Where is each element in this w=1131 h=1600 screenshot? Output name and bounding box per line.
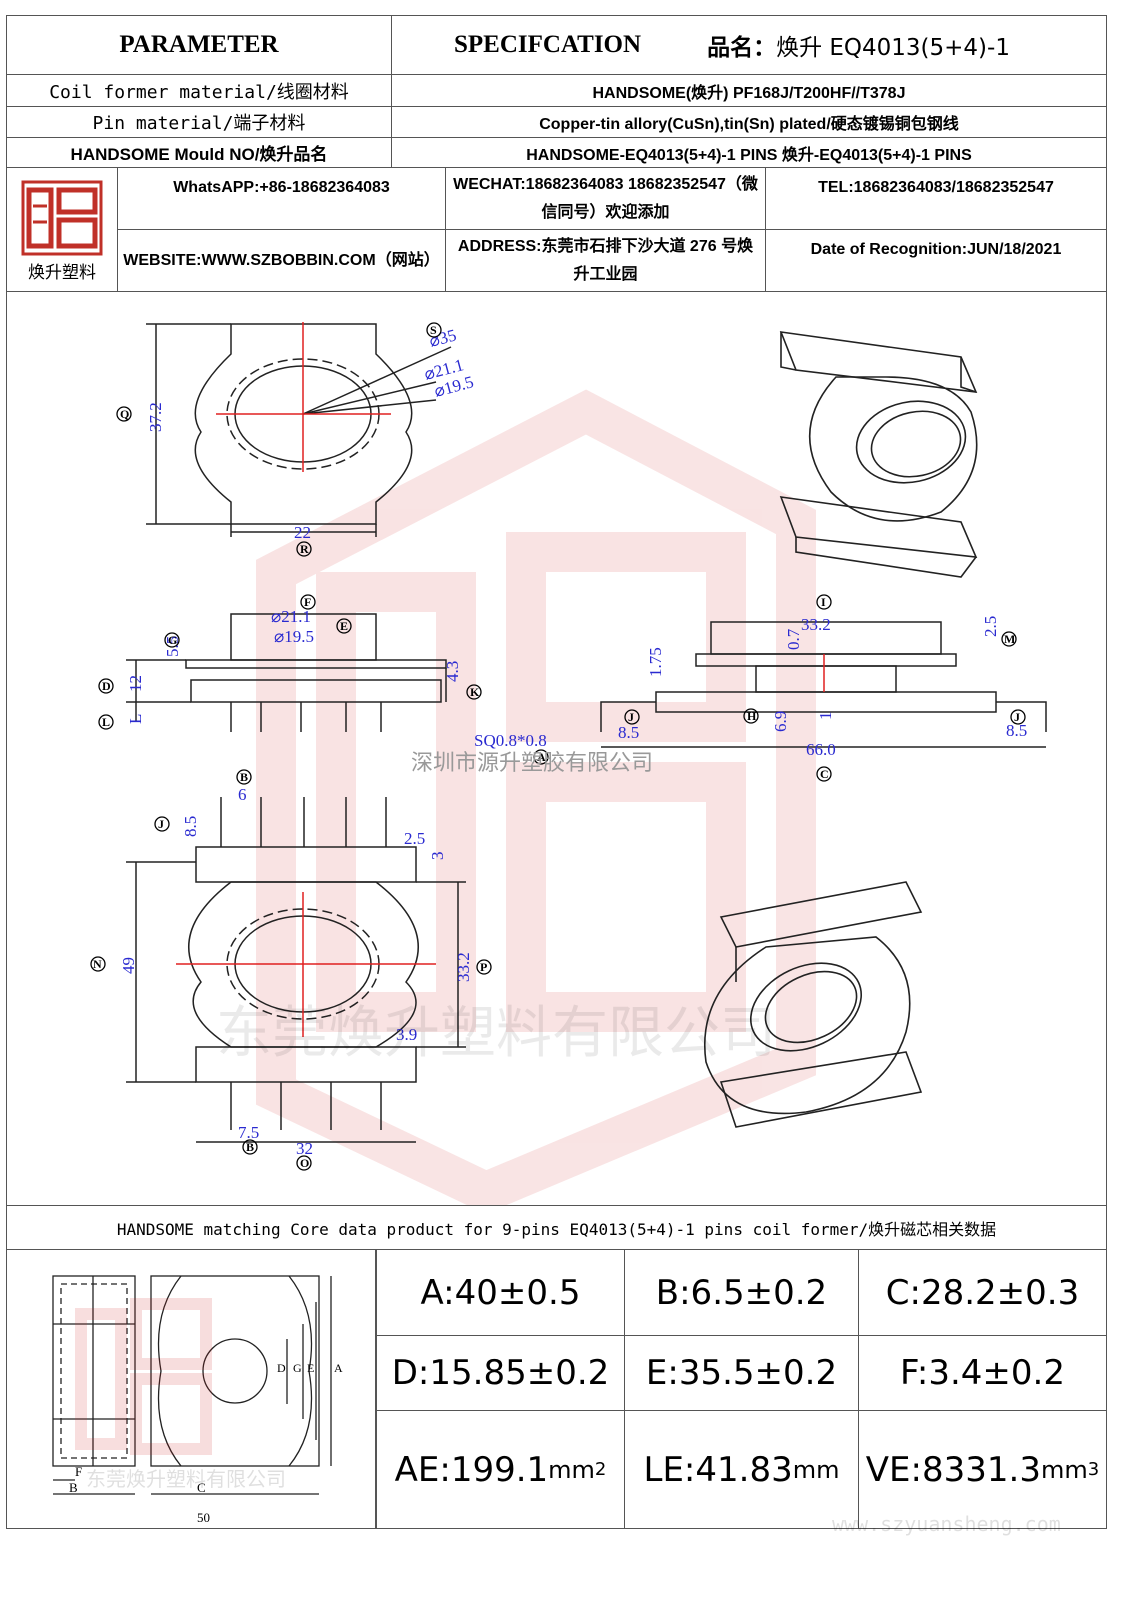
- dim-22: 8.5: [181, 816, 200, 837]
- dim-19: SQ0.8*0.8: [474, 731, 547, 750]
- spec-f: F:3.4±0.2: [859, 1336, 1107, 1411]
- dim-9: L: [126, 714, 145, 724]
- core-label-2: E: [307, 1361, 314, 1375]
- dim-11: 33.2: [801, 615, 831, 634]
- dim-4: 22: [294, 523, 311, 542]
- label-2: R: [300, 542, 309, 556]
- watermark-text-1: 深圳市源升塑胶有限公司: [411, 751, 653, 776]
- dim-18: 8.5: [1006, 721, 1027, 740]
- row-mould-label: HANDSOME Mould NO/焕升品名: [6, 138, 392, 168]
- label-13: J: [1014, 710, 1020, 724]
- core-label-5: B: [69, 1480, 78, 1495]
- dim-8: 12: [126, 675, 145, 692]
- dim-14: 1.75: [646, 647, 665, 677]
- label-17: J: [158, 817, 164, 831]
- tel-cell: TEL:18682364083/18682352547: [766, 168, 1107, 230]
- core-drawing: D G E A F B C 50 东莞焕升塑料有限公司: [52, 1275, 343, 1524]
- dim-16: 1: [816, 712, 835, 721]
- label-6: D: [102, 679, 111, 693]
- dim-6: ⌀19.5: [274, 627, 314, 646]
- label-16: B: [240, 770, 248, 784]
- label-9: I: [821, 595, 826, 609]
- spec-d: D:15.85±0.2: [376, 1336, 625, 1411]
- row-pin-value: Copper-tin allory(CuSn),tin(Sn) plated/硬…: [392, 107, 1107, 138]
- label-11: J: [628, 710, 634, 724]
- label-5: E: [340, 619, 348, 633]
- dim-29: 32: [296, 1139, 313, 1158]
- website-cell: WEBSITE:WWW.SZBOBBIN.COM（网站）: [118, 230, 446, 292]
- dim-15: 6.9: [771, 711, 790, 732]
- label-20: B: [246, 1140, 254, 1154]
- dim-24: 3: [428, 852, 447, 861]
- core-label-3: A: [334, 1361, 343, 1375]
- core-label-1: G: [293, 1361, 302, 1375]
- product-name-value: 焕升 EQ4013(5+4)-1: [776, 35, 1010, 61]
- dim-27: 3.9: [396, 1025, 417, 1044]
- product-name-label: 品名：: [707, 35, 777, 61]
- site-watermark: www.szyuansheng.com: [832, 1512, 1061, 1536]
- dim-13: 2.5: [981, 616, 1000, 637]
- whatsapp-cell: WhatsAPP:+86-18682364083: [118, 168, 446, 230]
- row-mould-value: HANDSOME-EQ4013(5+4)-1 PINS 焕升-EQ4013(5+…: [392, 138, 1107, 168]
- row-coil-label: Coil former material/线圈材料: [6, 75, 392, 107]
- core-title: HANDSOME matching Core data product for …: [6, 1205, 1107, 1250]
- dim-25: 49: [119, 957, 138, 974]
- label-1: Q: [120, 407, 129, 421]
- watermark-logo-icon: [256, 389, 816, 1205]
- logo-cell: 焕升塑料: [6, 168, 118, 292]
- address-cell: ADDRESS:东莞市石排下沙大道 276 号焕升工业园: [446, 230, 766, 292]
- dim-10: 4.3: [443, 661, 462, 682]
- row-coil-value: HANDSOME(焕升) PF168J/T200HF//T378J: [392, 75, 1107, 107]
- core-watermark-text: 东莞焕升塑料有限公司: [86, 1467, 286, 1491]
- label-7: L: [102, 715, 110, 729]
- row-pin-label: Pin material/端子材料: [6, 107, 392, 138]
- side-view-right: [600, 621, 1047, 748]
- label-10: M: [1004, 632, 1015, 646]
- core-watermark-logo-icon: [75, 1298, 212, 1455]
- label-0: S: [430, 323, 437, 337]
- dim-21: 6: [238, 785, 247, 804]
- dim-5: ⌀21.1: [271, 607, 311, 626]
- side-view-left: [126, 613, 447, 732]
- label-18: N: [93, 957, 102, 971]
- logo-caption: 焕升塑料: [28, 263, 96, 282]
- spec-e: E:35.5±0.2: [625, 1336, 859, 1411]
- label-12: H: [747, 709, 757, 723]
- core-label-6: C: [197, 1480, 206, 1495]
- dim-17: 8.5: [618, 723, 639, 742]
- label-8: K: [470, 685, 480, 699]
- dim-12: 0.7: [784, 628, 803, 650]
- core-label-0: D: [277, 1361, 286, 1375]
- core-drawing-cell: D G E A F B C 50 东莞焕升塑料有限公司: [6, 1250, 376, 1529]
- label-15: C: [820, 767, 829, 781]
- watermark-text-2: 东莞焕升塑料有限公司: [216, 1001, 776, 1066]
- label-3: F: [304, 595, 311, 609]
- core-label-7: 50: [197, 1510, 210, 1524]
- iso-view-top: [779, 331, 978, 578]
- dim-20: 66.0: [806, 740, 836, 759]
- dim-28: 7.5: [238, 1123, 259, 1142]
- core-label-4: F: [75, 1464, 82, 1479]
- dim-3: 37.2: [146, 402, 165, 432]
- parameter-heading: PARAMETER: [6, 15, 392, 75]
- dim-26: 33.2: [454, 952, 473, 982]
- label-19: P: [480, 960, 487, 974]
- date-cell: Date of Recognition:JUN/18/2021: [766, 230, 1107, 292]
- specification-heading: SPECIFCATION 品名： 焕升 EQ4013(5+4)-1: [392, 15, 1107, 75]
- spec-c: C:28.2±0.3: [859, 1250, 1107, 1336]
- label-21: O: [300, 1156, 309, 1170]
- wechat-cell: WECHAT:18682364083 18682352547（微信同号）欢迎添加: [446, 168, 766, 230]
- front-view: [146, 323, 452, 537]
- technical-drawing: ⌀35 ⌀21.1 ⌀19.5 37.2 22 ⌀21.1 ⌀19.5 5.5 …: [90, 322, 1047, 1205]
- spec-a: A:40±0.5: [376, 1250, 625, 1336]
- label-4: G: [168, 633, 177, 647]
- label-14: A: [537, 750, 546, 764]
- iso-view-bottom: [704, 881, 923, 1128]
- brand-logo-icon: [21, 180, 103, 256]
- dim-23: 2.5: [404, 829, 425, 848]
- spec-b: B:6.5±0.2: [625, 1250, 859, 1336]
